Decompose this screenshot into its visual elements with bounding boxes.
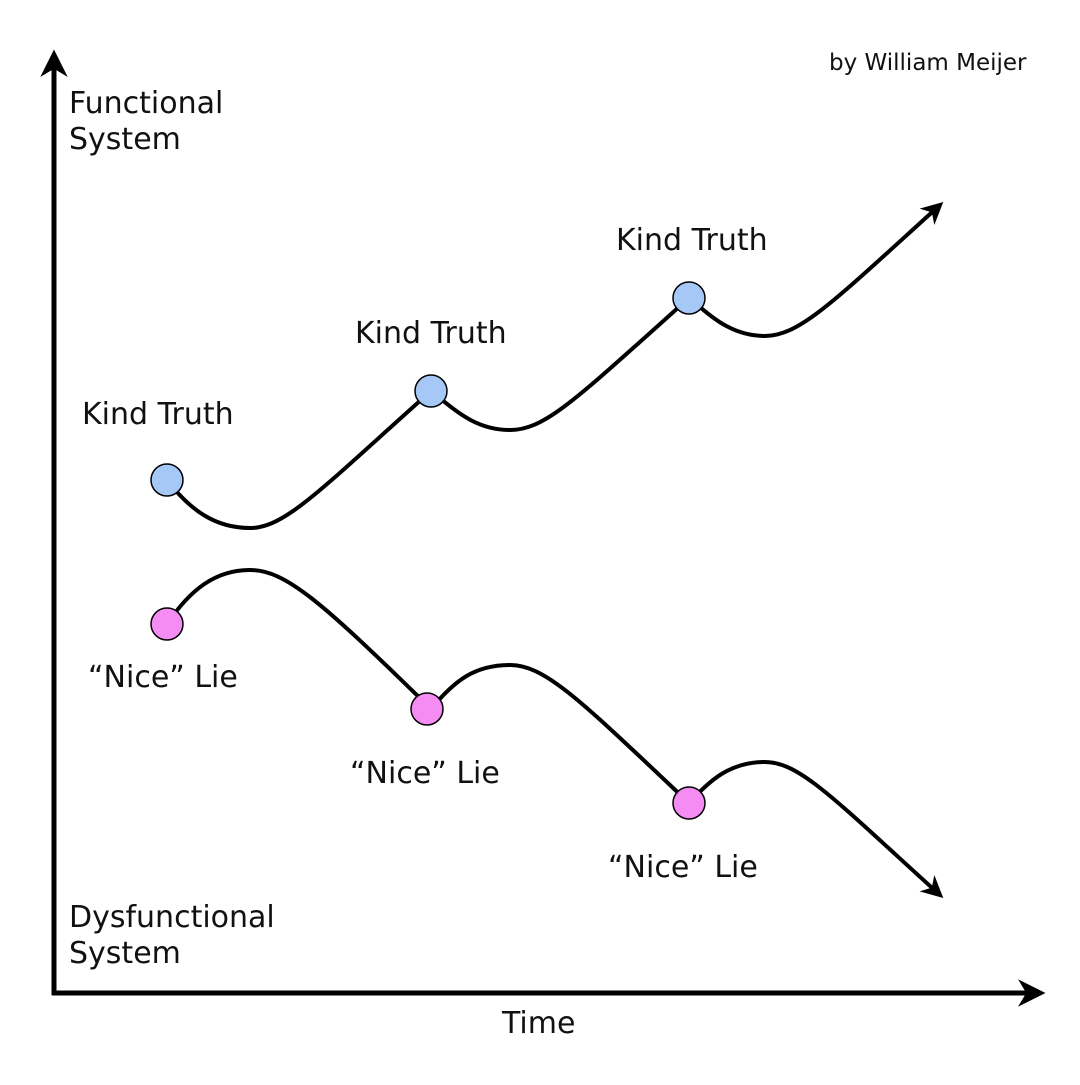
truth-label-3: Kind Truth	[616, 223, 768, 258]
truth-point-1	[150, 463, 184, 497]
lie-label-3: “Nice” Lie	[608, 850, 758, 885]
lie-path-line	[165, 567, 944, 898]
y-axis-top-label: Functional System	[69, 86, 224, 157]
lie-point-3	[672, 786, 706, 820]
truth-label-1: Kind Truth	[82, 397, 234, 432]
truth-point-3	[672, 281, 706, 315]
truth-point-2	[414, 374, 448, 408]
lie-point-1	[150, 607, 184, 641]
truth-label-2: Kind Truth	[355, 316, 507, 351]
lie-point-2	[410, 692, 444, 726]
lie-label-2: “Nice” Lie	[350, 756, 500, 791]
lie-label-1: “Nice” Lie	[88, 660, 238, 695]
y-axis-bottom-label: Dysfunctional System	[69, 900, 275, 971]
truth-path-line	[165, 202, 944, 531]
credit-text: by William Meijer	[829, 50, 1027, 76]
x-axis-label: Time	[502, 1006, 576, 1041]
